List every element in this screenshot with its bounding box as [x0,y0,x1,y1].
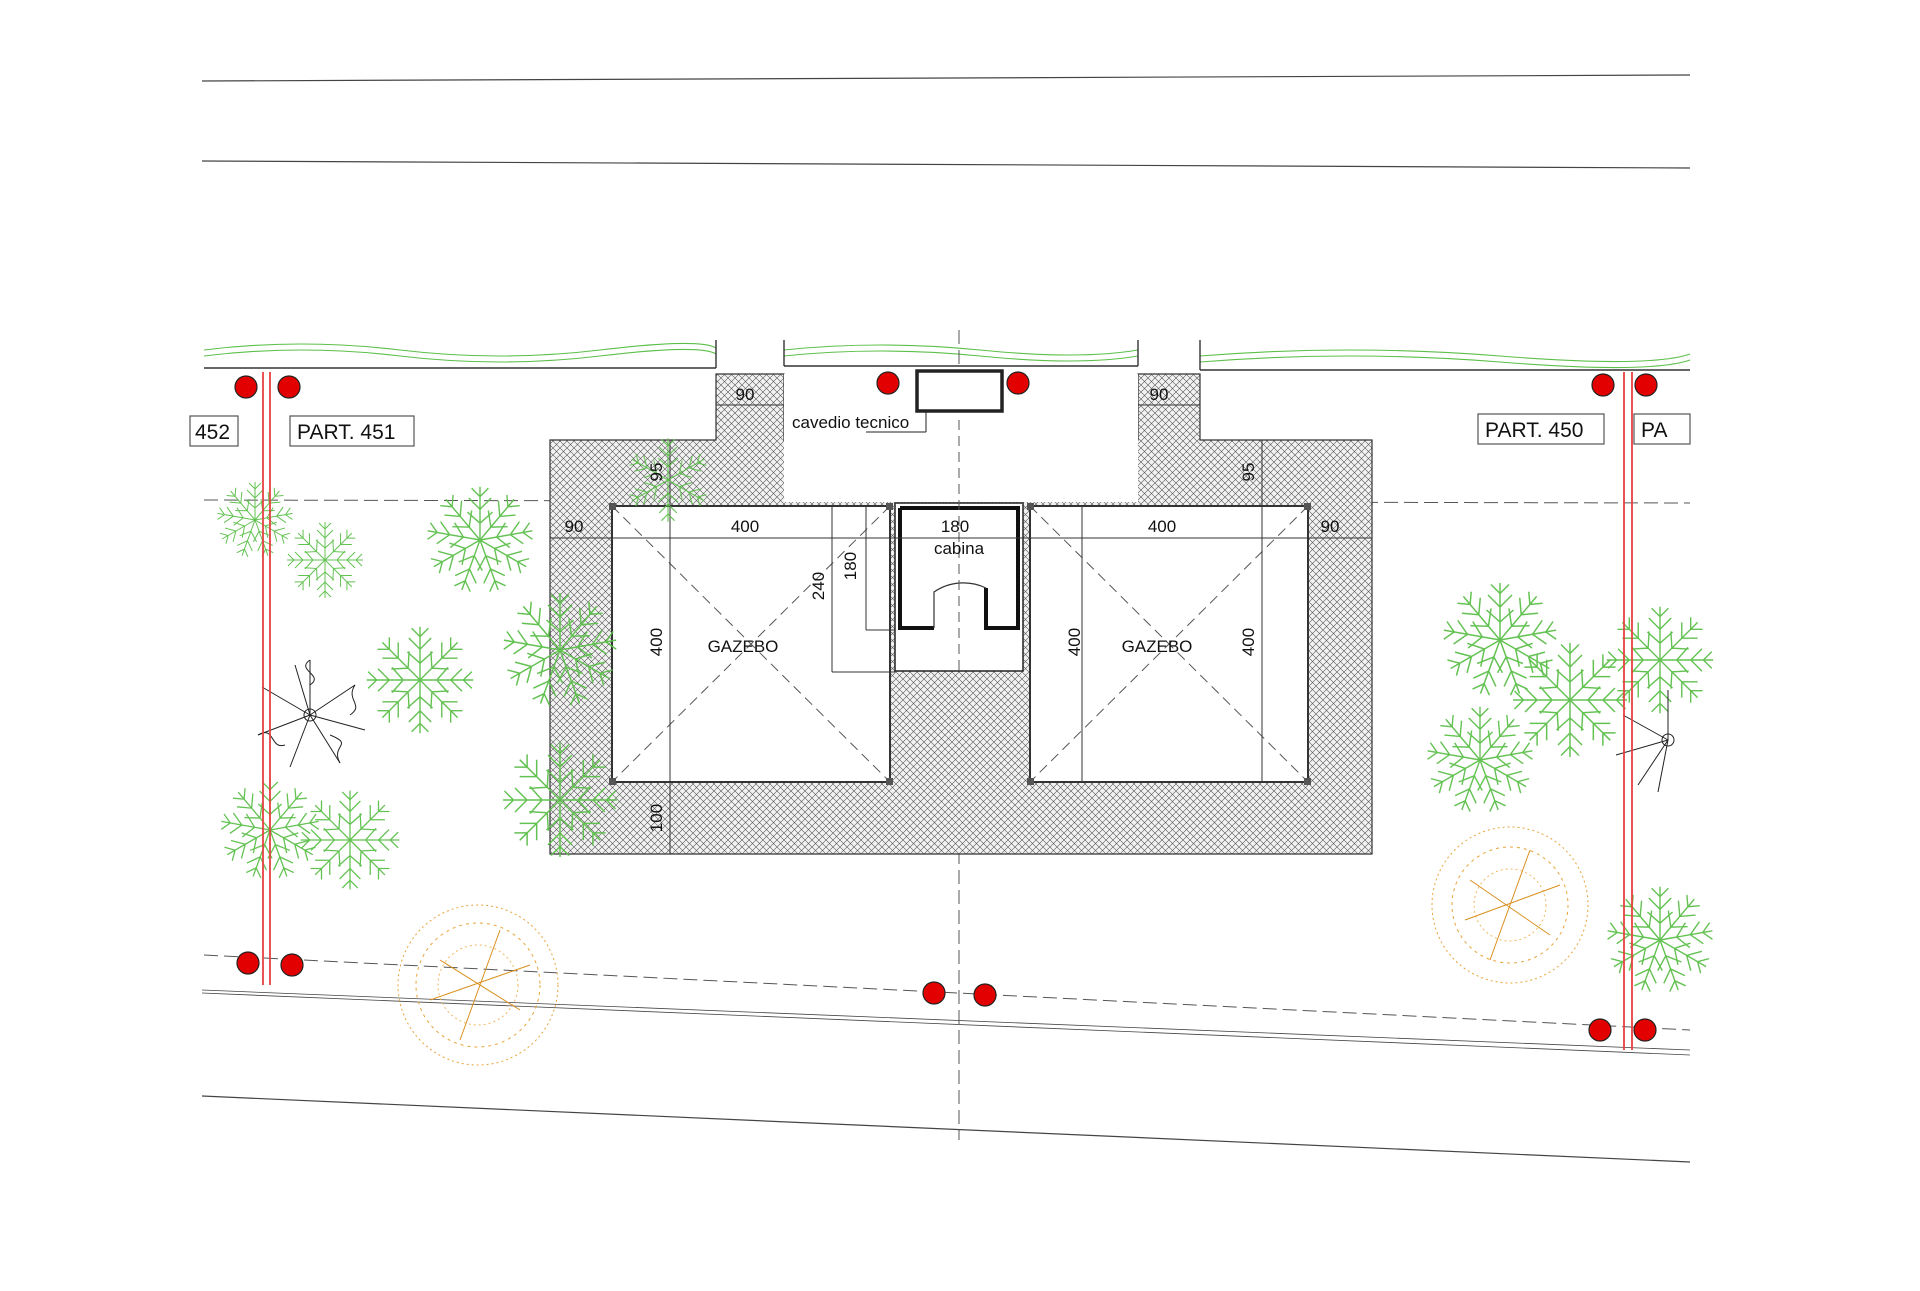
gazebo-left-label: GAZEBO [708,637,779,656]
dimension-labels: 90 90 90 90 400 400 180 95 95 180 240 40… [565,385,1340,832]
lamp-markers [234,371,1658,1042]
red-lamp-icon [1634,373,1658,397]
hedge [203,342,1691,369]
red-lamp-icon [1591,373,1615,397]
dim-left-margin: 90 [565,517,584,536]
dim-gazebo-right-height-a: 400 [1065,628,1084,656]
red-lamp-icon [280,953,304,977]
cabina-label: cabina [934,539,985,558]
road-lines [201,74,1691,1163]
dim-gazebo-left-width: 400 [731,517,759,536]
room-labels: cavedio tecnico cabina GAZEBO GAZEBO [708,413,1193,656]
dimension-lines [550,404,1372,854]
cabina [894,420,1024,672]
red-lamp-icon [1006,371,1030,395]
red-lamp-icon [973,983,997,1007]
lot-boundary [204,340,1690,371]
red-lamp-icon [876,371,900,395]
dim-right-top-depth: 95 [1239,463,1258,482]
parcel-boundaries [262,372,1633,1050]
red-lamp-icon [1588,1018,1612,1042]
red-lamp-icon [236,951,260,975]
orange-shrubs [397,826,1589,1066]
gazebo-right-label: GAZEBO [1122,637,1193,656]
dim-gazebo-right-width: 400 [1148,517,1176,536]
parcel-450-label: PART. 450 [1485,419,1583,442]
dim-cabina-depth: 180 [841,552,860,580]
parcel-labels: 452 PART. 451 PART. 450 PA [189,413,1691,447]
cavedio-label: cavedio tecnico [792,413,909,432]
red-lamp-icon [234,375,258,399]
gazebo-left [609,503,893,785]
parcel-452-label: 452 [195,421,230,444]
red-lamp-icon [277,375,301,399]
dim-bottom-margin: 100 [647,804,666,832]
dim-notch-right: 90 [1150,385,1169,404]
dim-right-margin: 90 [1321,517,1340,536]
cavedio-box [915,369,1004,413]
red-lamp-icon [1633,1018,1657,1042]
dim-notch-left: 90 [736,385,755,404]
dark-trees [257,659,1675,793]
dim-gazebo-to-cabina: 240 [809,572,828,600]
dim-left-top-depth: 95 [647,463,666,482]
parcel-451-label: PART. 451 [297,421,395,444]
dim-gazebo-left-height: 400 [647,628,666,656]
dim-gazebo-right-height-b: 400 [1239,628,1258,656]
red-lamp-icon [922,981,946,1005]
dim-cabina-width: 180 [941,517,969,536]
parcel-next-label: PA [1641,419,1667,442]
